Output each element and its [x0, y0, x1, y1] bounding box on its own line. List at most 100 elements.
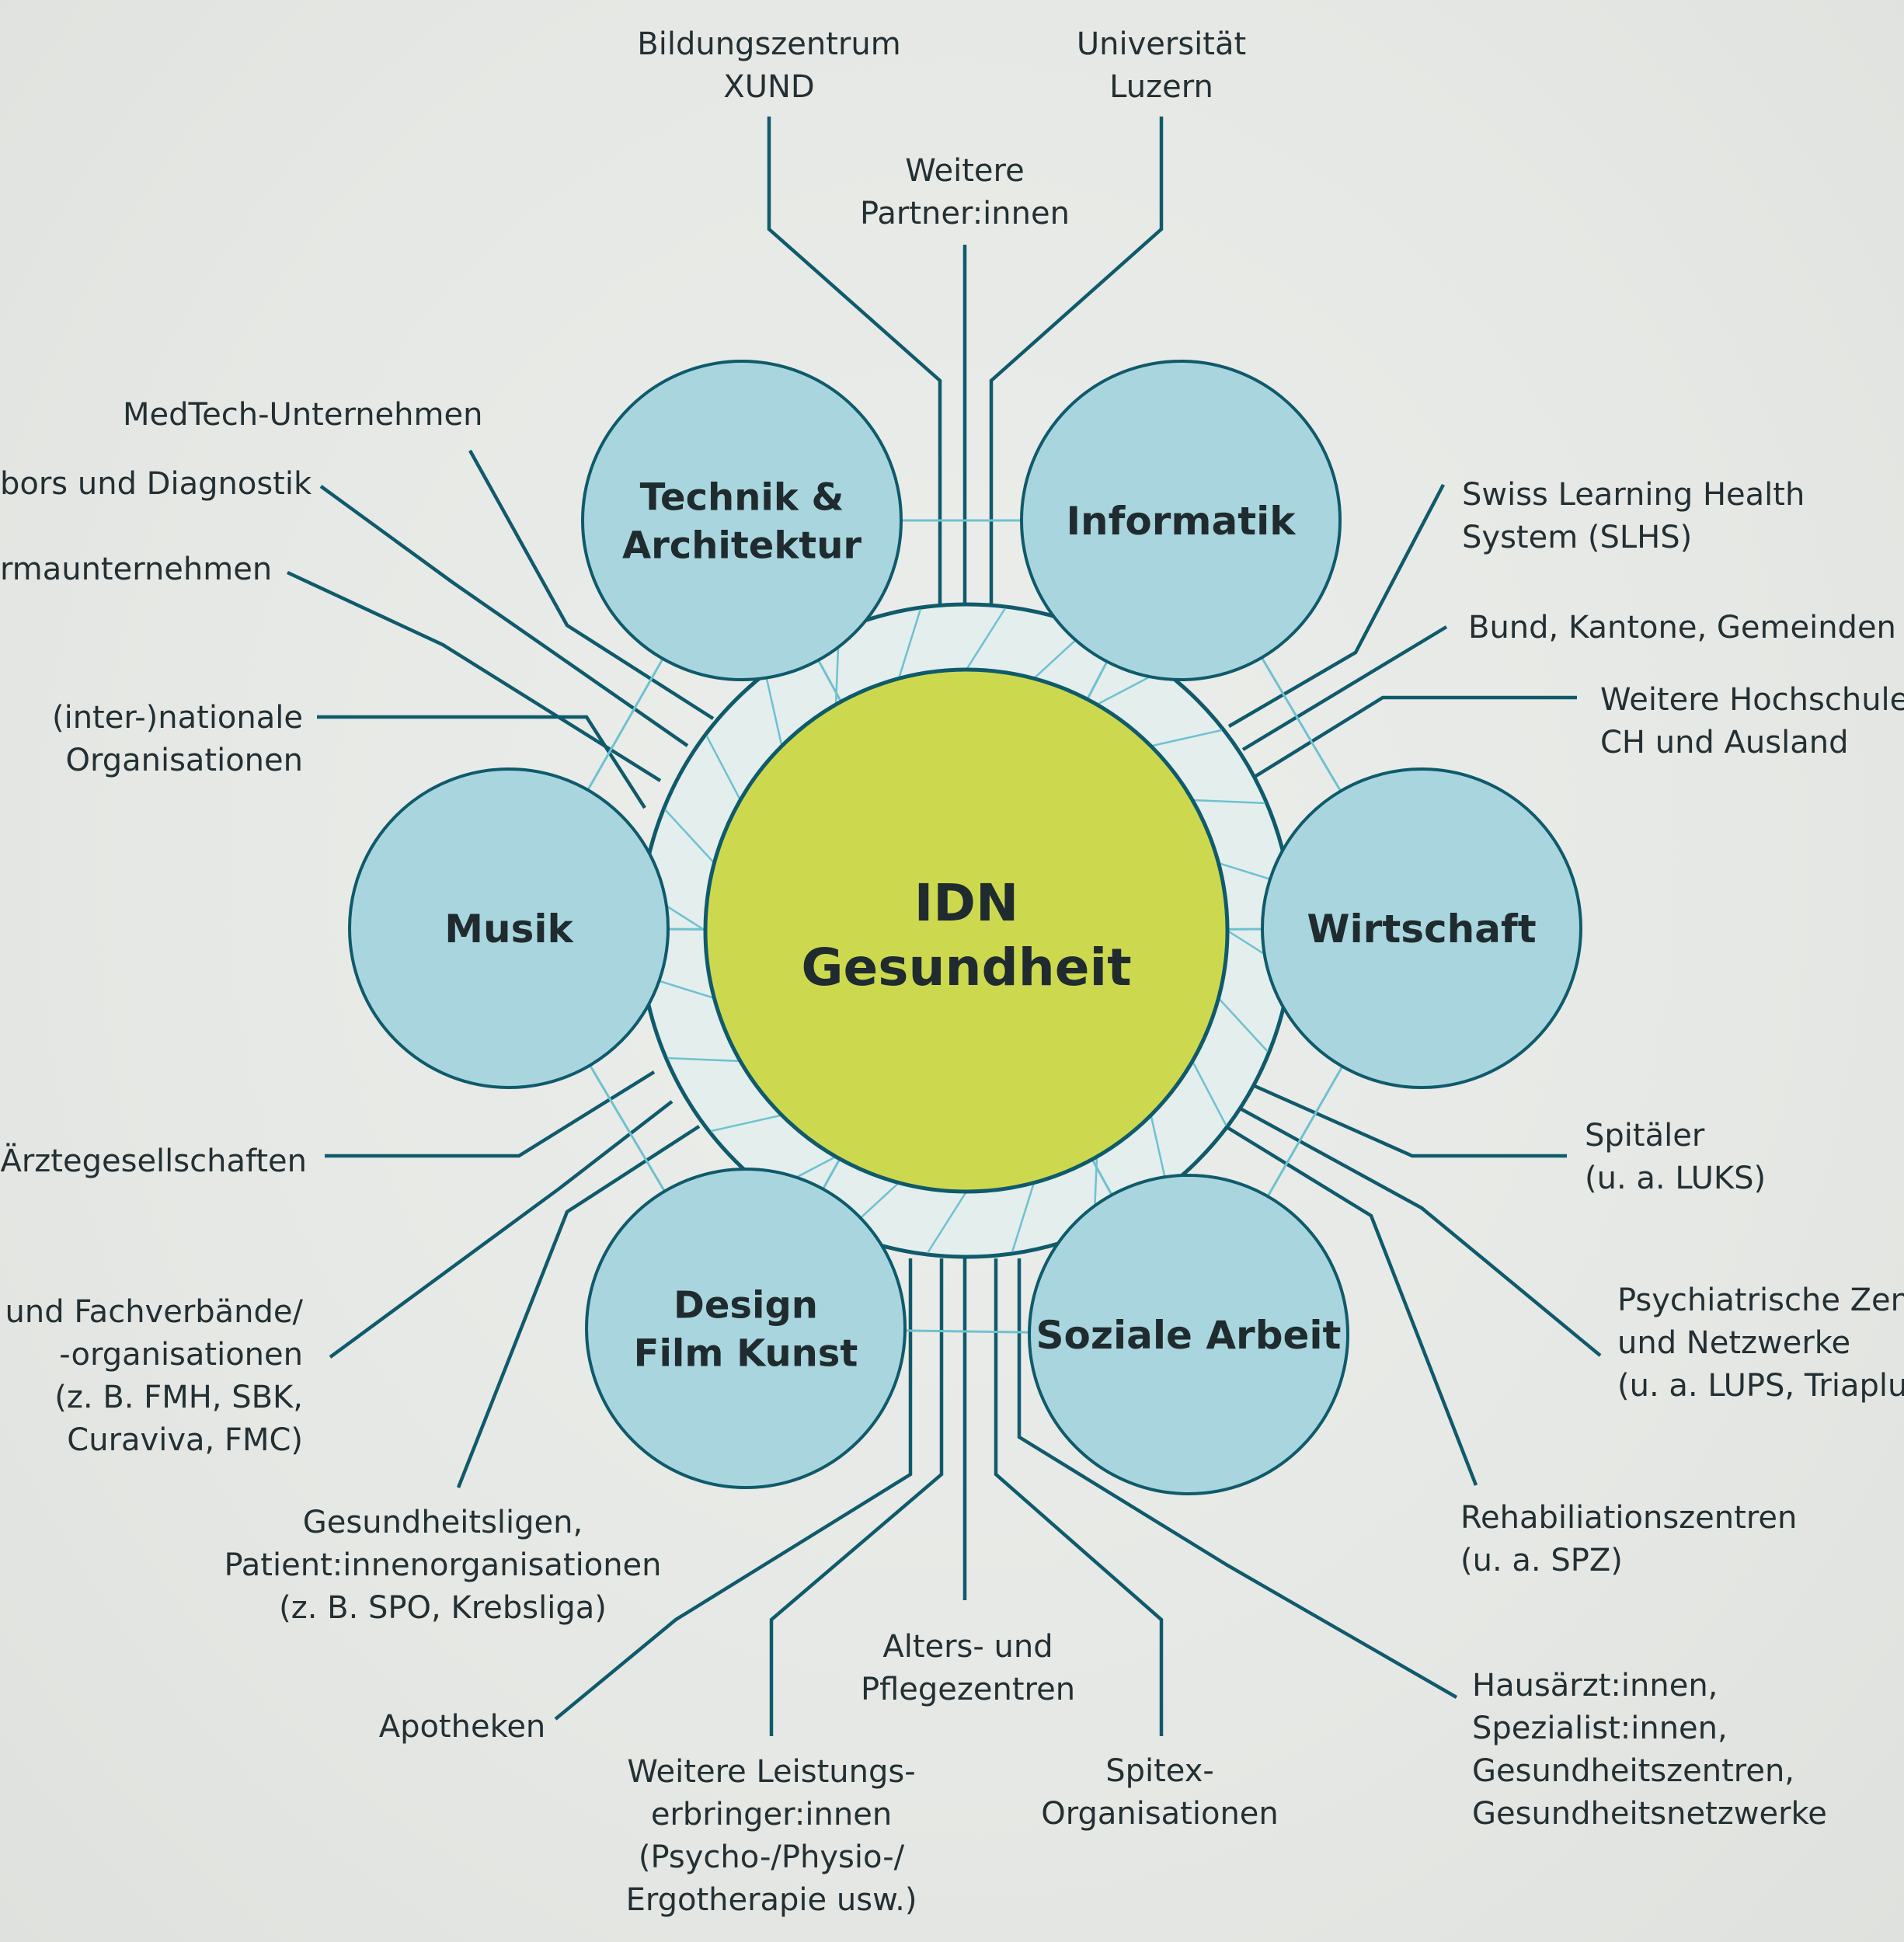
partner-label-line: CH und Ausland: [1600, 725, 1848, 760]
partner-label-line: (inter-)nationale: [52, 700, 303, 736]
connector-line: [1227, 483, 1445, 728]
partner-label-pharma: rmaunternehmen: [0, 552, 272, 587]
connector-line: [554, 1258, 913, 1721]
thin-ring-line: [1150, 729, 1223, 747]
department-label-line: Musik: [444, 907, 574, 952]
partner-label-line: Gesundheitszentren,: [1472, 1753, 1794, 1789]
partner-label-fachverbaende: - und Fachverbände/-organisationen(z. B.…: [0, 1294, 304, 1458]
partner-label-line: XUND: [723, 69, 814, 105]
partner-label-line: Patient:innenorganisationen: [224, 1547, 661, 1583]
partner-label-line: Spitäler: [1585, 1118, 1705, 1154]
department-label-line: Design: [674, 1283, 818, 1327]
connector-line: [456, 1125, 701, 1488]
connector-line: [468, 449, 715, 720]
connector-line: [1253, 695, 1577, 778]
partner-label-line: Bildungszentrum: [637, 26, 900, 62]
thin-ring-line: [1191, 1060, 1227, 1126]
department-wirtschaft: Wirtschaft: [1261, 767, 1582, 1089]
partner-label-line: erbringer:innen: [651, 1797, 892, 1832]
thin-ring-line: [897, 608, 922, 679]
department-technik: Technik & Architektur: [581, 360, 903, 681]
partner-label-spitex: Spitex- Organisationen: [1041, 1753, 1279, 1832]
department-label-line: Architektur: [622, 524, 861, 567]
partner-label-line: Rehabiliationszentren: [1460, 1500, 1797, 1536]
thin-ring-line: [926, 1191, 968, 1254]
partner-label-line: (u. a. SPZ): [1460, 1543, 1623, 1578]
connector-line: [1254, 1084, 1567, 1158]
partner-label-line: bors und Diagnostik: [0, 466, 312, 502]
department-circle: [585, 1168, 907, 1489]
department-label-line: Film Kunst: [634, 1331, 858, 1375]
partner-label-line: Organisationen: [65, 743, 303, 778]
center-title-line1: IDN: [914, 873, 1019, 933]
department-circle: [1261, 767, 1582, 1089]
partner-label-spitaeler: Spitäler (u. a. LUKS): [1585, 1118, 1766, 1196]
partner-label-labors: bors und Diagnostik: [0, 466, 312, 502]
connector-line: [994, 1258, 1164, 1736]
partner-label-line: Curaviva, FMC): [67, 1422, 303, 1458]
partner-label-line: (u. a. LUKS): [1585, 1161, 1766, 1196]
partner-label-line: rmaunternehmen: [0, 552, 272, 587]
department-circle: [581, 360, 903, 681]
partner-label-line: Weitere: [905, 153, 1024, 189]
partner-label-line: Gesundheitsnetzwerke: [1472, 1796, 1827, 1832]
partner-label-medtech: MedTech-Unternehmen: [123, 397, 482, 433]
thin-ring-line: [705, 735, 742, 801]
partner-label-line: -organisationen: [59, 1337, 303, 1373]
partner-label-line: Pflegezentren: [861, 1672, 1075, 1707]
thin-ring-line: [1217, 997, 1269, 1053]
department-soziale-arbeit: Soziale Arbeit: [1028, 1174, 1349, 1495]
department-label-line: Soziale Arbeit: [1036, 1313, 1342, 1358]
department-label-line: Technik &: [640, 475, 844, 519]
partner-label-line: (Psycho-/Physio-/: [639, 1839, 905, 1875]
department-circle: [1028, 1174, 1349, 1495]
connector-line: [769, 1258, 944, 1736]
partner-label-line: - und Fachverbände/: [0, 1294, 304, 1330]
partner-label-line: Bund, Kantone, Gemeinden: [1468, 610, 1896, 646]
partner-label-line: Ergotherapie usw.): [626, 1882, 917, 1918]
partner-label-aerzte: Ärztegesellschaften: [1, 1142, 308, 1179]
connector-line: [1226, 1100, 1602, 1357]
department-label-line: Wirtschaft: [1307, 907, 1536, 952]
partner-labels: BildungszentrumXUNDWeiterePartner:innenU…: [0, 26, 1904, 1918]
partner-label-line: Weitere Leistungs-: [627, 1754, 915, 1790]
connector-line: [317, 715, 646, 809]
partner-label-line: System (SLHS): [1462, 520, 1692, 555]
partner-label-line: und Netzwerke: [1617, 1325, 1850, 1361]
connector-line: [325, 1070, 656, 1158]
thin-ring-line: [965, 607, 1007, 670]
partner-label-rehabilitation: Rehabiliationszentren (u. a. SPZ): [1460, 1500, 1797, 1578]
partner-label-gesundheitsligen: Gesundheitsligen,Patient:innenorganisati…: [224, 1505, 661, 1626]
partner-label-line: MedTech-Unternehmen: [123, 397, 482, 433]
thin-ring-line: [1192, 799, 1265, 805]
connector-lines: [287, 117, 1602, 1736]
connector-line: [1241, 625, 1448, 751]
partner-label-line: Partner:innen: [860, 196, 1070, 231]
connector-line: [989, 117, 1164, 604]
partner-label-line: Luzern: [1109, 69, 1213, 105]
partner-label-line: Alters- und: [882, 1629, 1053, 1665]
partner-label-hausaerzte: Hausärzt:innen,Spezialist:innen,Gesundhe…: [1472, 1668, 1827, 1832]
partner-label-line: Ärztegesellschaften: [1, 1142, 308, 1179]
partner-label-line: (z. B. SPO, Krebsliga): [279, 1590, 607, 1626]
partner-label-hochschulen: Weitere Hochschule CH und Ausland: [1600, 682, 1904, 760]
partner-label-line: Organisationen: [1041, 1796, 1279, 1832]
department-circles: Technik &ArchitekturInformatikWirtschaft…: [348, 360, 1582, 1495]
thin-ring-line: [667, 1056, 741, 1063]
partner-label-line: Spezialist:innen,: [1472, 1711, 1728, 1746]
connector-line: [767, 117, 942, 604]
partner-label-line: Swiss Learning Health: [1462, 477, 1805, 513]
partner-label-line: Spitex-: [1105, 1753, 1214, 1789]
department-circle: [1020, 360, 1342, 681]
center-group: IDN Gesundheit: [703, 667, 1230, 1194]
connector-line: [1017, 1258, 1458, 1699]
partner-label-line: Weitere Hochschule: [1600, 682, 1904, 718]
